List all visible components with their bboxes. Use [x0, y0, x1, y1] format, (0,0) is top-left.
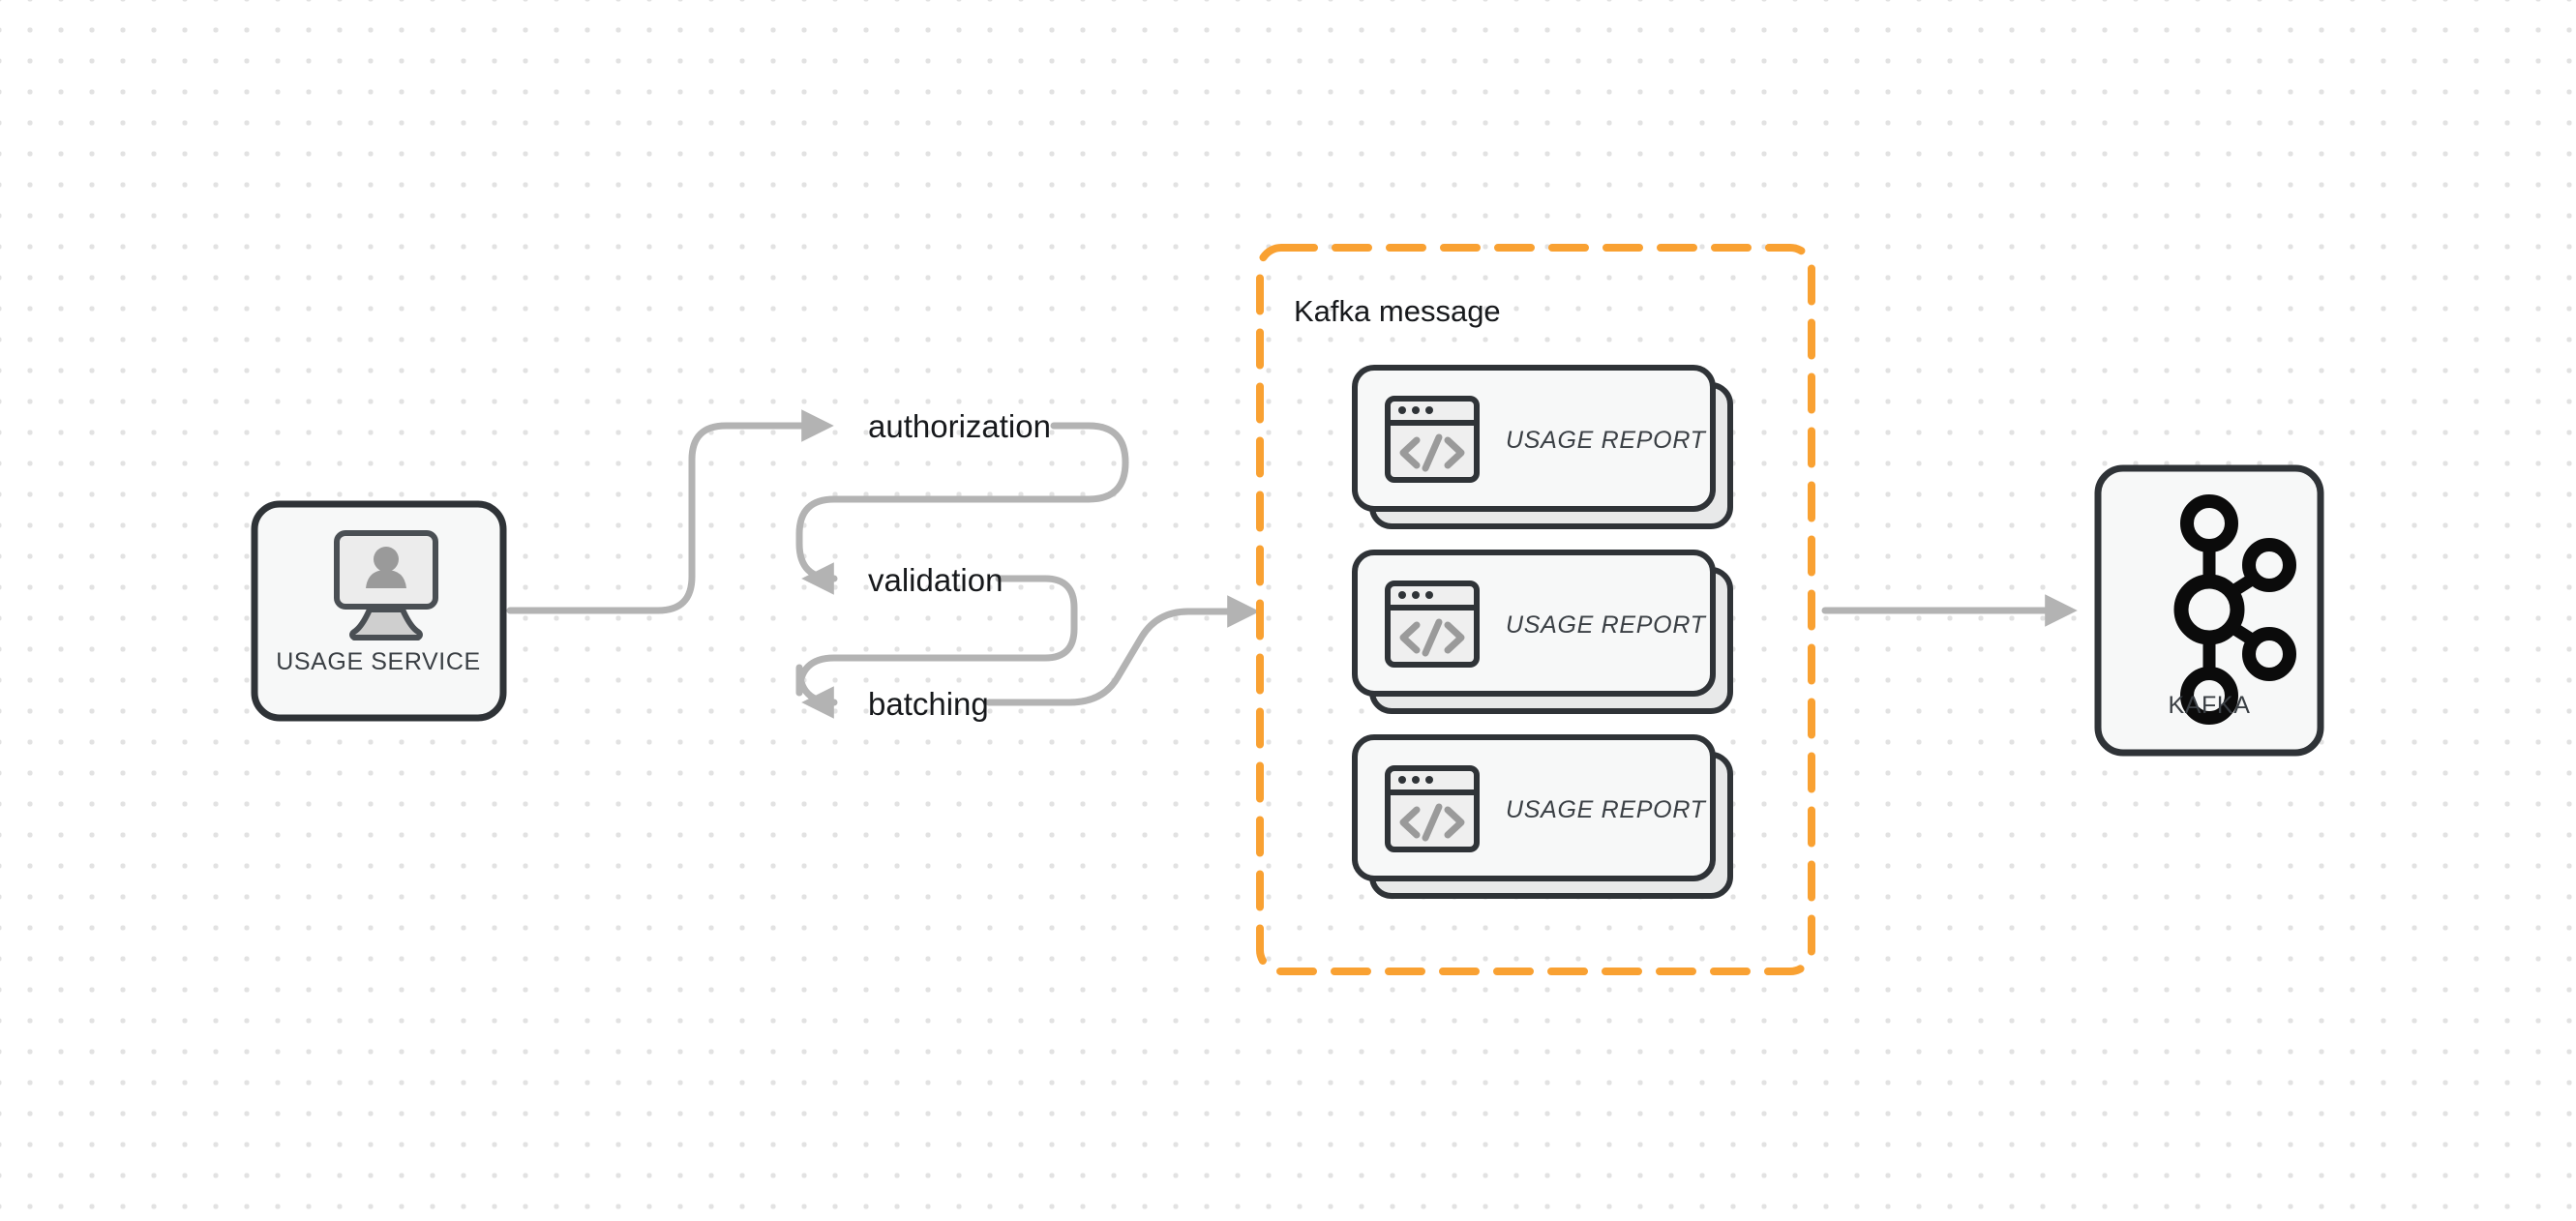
- usage-report-card[interactable]: USAGE REPORT: [1352, 734, 1733, 899]
- kafka-node-label: KAFKA: [2169, 692, 2251, 719]
- node-usage-service[interactable]: USAGE SERVICE: [251, 500, 507, 722]
- card-label: USAGE REPORT: [1506, 796, 1707, 823]
- card-label: USAGE REPORT: [1506, 427, 1707, 454]
- step-label-batching: batching: [868, 686, 989, 722]
- kafka-logo-icon: [2173, 494, 2296, 725]
- kafka-message-group[interactable]: Kafka message USAGE REPORT: [1256, 244, 1815, 975]
- kafka-message-group-title: Kafka message: [1294, 294, 1501, 328]
- step-label-validation: validation: [868, 562, 1003, 598]
- kafka-message-group-border: [1256, 244, 1815, 975]
- connector-authorization-to-validation: [795, 422, 1129, 595]
- card-label: USAGE REPORT: [1506, 611, 1707, 639]
- usage-report-card[interactable]: USAGE REPORT: [1352, 365, 1733, 529]
- usage-service-label: USAGE SERVICE: [276, 648, 481, 675]
- connector-service-to-authorization: [506, 409, 834, 614]
- connector-batching-to-kafka-message: [985, 595, 1260, 706]
- node-kafka[interactable]: KAFKA KAFKA: [2094, 464, 2324, 757]
- code-window-icon: [1385, 396, 1480, 483]
- connector-layer: [506, 409, 2078, 719]
- step-label-authorization: authorization: [868, 408, 1051, 444]
- code-window-icon: [1385, 581, 1480, 668]
- usage-report-card[interactable]: USAGE REPORT: [1352, 550, 1733, 714]
- code-window-icon: [1385, 765, 1480, 852]
- connector-validation-to-batching: [795, 575, 1078, 719]
- monitor-user-icon: [334, 530, 438, 640]
